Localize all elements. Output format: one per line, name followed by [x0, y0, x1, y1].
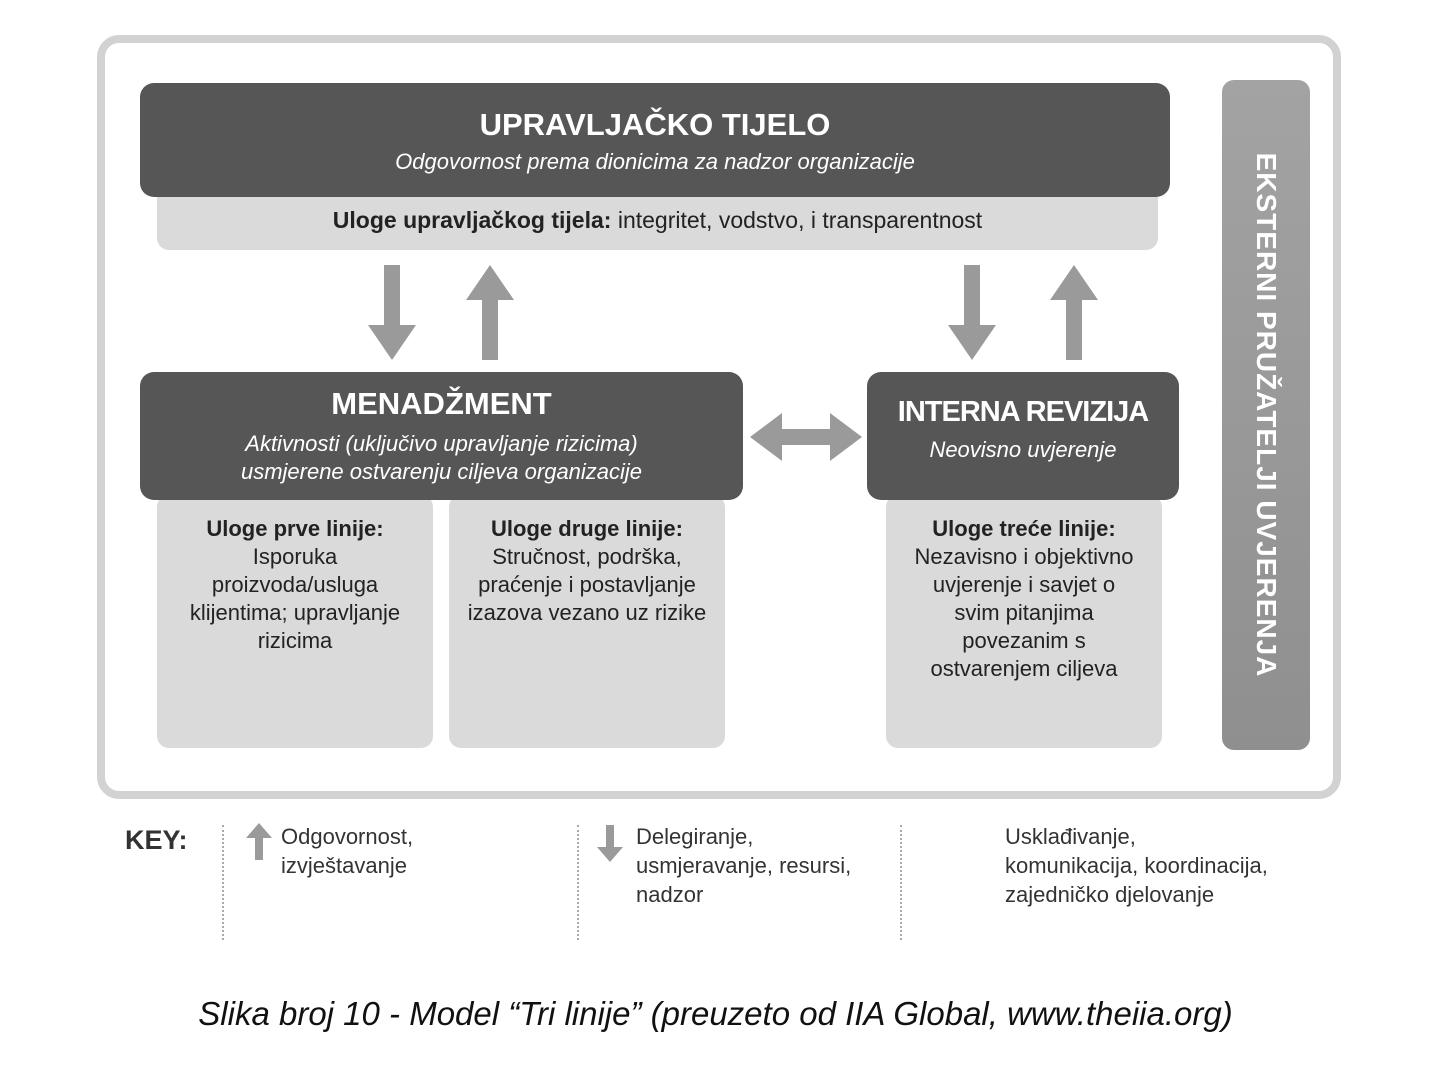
governing-roles-text: integritet, vodstvo, i transparentnost: [611, 207, 983, 233]
second-line-text: Stručnost, podrška, praćenje i postavlja…: [467, 544, 707, 625]
governing-roles-label: Uloge upravljačkog tijela:: [332, 207, 612, 233]
management-subtitle-1: Aktivnosti (uključivo upravljanje rizici…: [245, 431, 638, 456]
third-line-roles: Uloge treće linije: Nezavisno i objektiv…: [886, 495, 1162, 748]
first-line-roles: Uloge prve linije: Isporuka proizvoda/us…: [157, 495, 433, 748]
internal-audit-box: INTERNA REVIZIJA Neovisno uvjerenje: [867, 372, 1179, 500]
governing-body-subtitle: Odgovornost prema dionicima za nadzor or…: [395, 149, 915, 174]
governing-body-title: UPRAVLJAČKO TIJELO: [479, 107, 831, 142]
third-line-label: Uloge treće linije:: [932, 516, 1116, 541]
key-item-delegation: Delegiranje, usmjeravanje, resursi, nadz…: [636, 824, 852, 907]
key-arrow-up-icon: [246, 823, 272, 860]
arrow-down-icon: [948, 265, 996, 360]
double-arrow-icon: [750, 413, 862, 461]
key-item-accountability: Odgovornost, izvještavanje: [281, 824, 414, 878]
first-line-text: Isporuka proizvoda/usluga klijentima; up…: [189, 544, 401, 653]
key-item-alignment: Usklađivanje, komunikacija, koordinacija…: [1005, 824, 1268, 907]
second-line-label: Uloge druge linije:: [491, 516, 683, 541]
key-title: KEY:: [125, 825, 188, 855]
governing-body-box: UPRAVLJAČKO TIJELO Odgovornost prema dio…: [140, 83, 1170, 197]
key-divider: [900, 825, 902, 940]
management-title: MENADŽMENT: [331, 386, 552, 421]
key-divider: [222, 825, 224, 940]
key-arrow-down-icon: [597, 825, 623, 862]
external-assurance-label: EKSTERNI PRUŽATELJI UVJERENJA: [1251, 152, 1282, 678]
external-assurance-bar: EKSTERNI PRUŽATELJI UVJERENJA: [1222, 80, 1310, 750]
first-line-label: Uloge prve linije:: [206, 516, 384, 541]
internal-audit-subtitle: Neovisno uvjerenje: [929, 437, 1117, 462]
management-subtitle-2: usmjerene ostvarenju ciljeva organizacij…: [240, 459, 643, 484]
arrow-down-icon: [368, 265, 416, 360]
second-line-roles: Uloge druge linije: Stručnost, podrška, …: [449, 495, 725, 748]
arrow-up-icon: [466, 265, 514, 360]
third-line-text: Nezavisno i objektivno uvjerenje i savje…: [914, 544, 1134, 681]
management-box: MENADŽMENT Aktivnosti (uključivo upravlj…: [140, 372, 743, 500]
outer-frame: [97, 35, 1341, 799]
figure-caption: Slika broj 10 - Model “Tri linije” (preu…: [198, 995, 1233, 1032]
key-divider: [577, 825, 579, 940]
internal-audit-title: INTERNA REVIZIJA: [897, 396, 1149, 428]
arrow-up-icon: [1050, 265, 1098, 360]
